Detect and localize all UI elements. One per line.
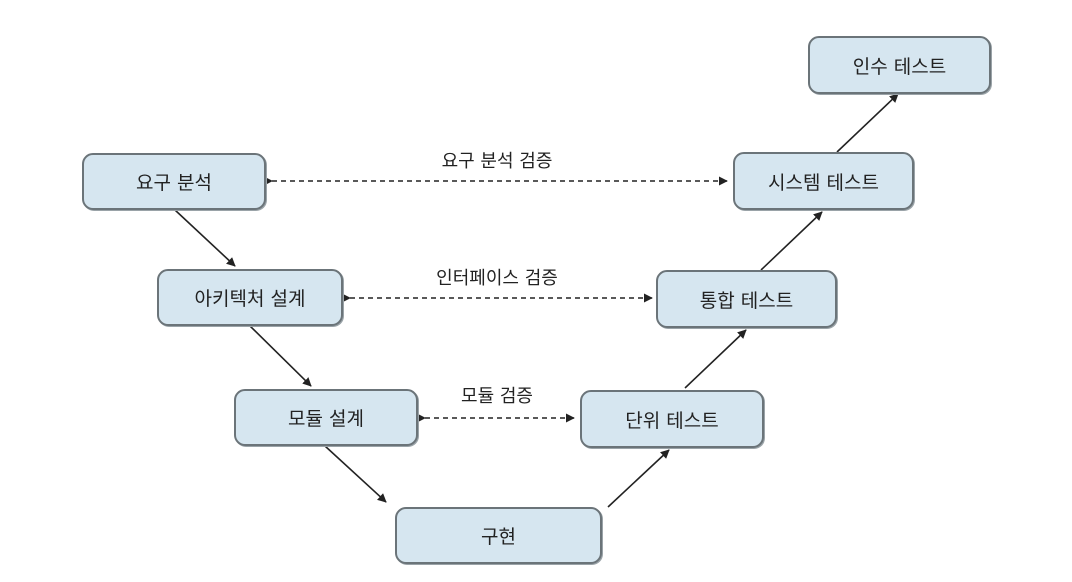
arrow-req-to-arch: [174, 209, 236, 267]
arrow-system-to-accept: [836, 93, 899, 153]
label-interface-verification: 인터페이스 검증: [436, 268, 558, 289]
node-architecture-design: 아키텍처 설계: [157, 269, 343, 326]
node-requirements-analysis: 요구 분석: [82, 153, 266, 210]
node-system-test: 시스템 테스트: [733, 152, 914, 210]
node-unit-test: 단위 테스트: [580, 390, 764, 448]
arrow-unit-to-integ: [684, 329, 747, 389]
label-requirements-verification: 요구 분석 검증: [441, 151, 553, 172]
node-implementation: 구현: [395, 507, 602, 564]
arrow-module-to-impl: [324, 445, 387, 503]
node-integration-test: 통합 테스트: [656, 270, 837, 328]
node-acceptance-test: 인수 테스트: [808, 36, 991, 94]
node-module-design: 모듈 설계: [234, 389, 418, 446]
label-module-verification: 모듈 검증: [461, 386, 533, 407]
arrow-arch-to-module: [249, 325, 312, 387]
arrow-impl-to-unit: [607, 449, 670, 508]
arrow-integ-to-system: [760, 211, 823, 271]
